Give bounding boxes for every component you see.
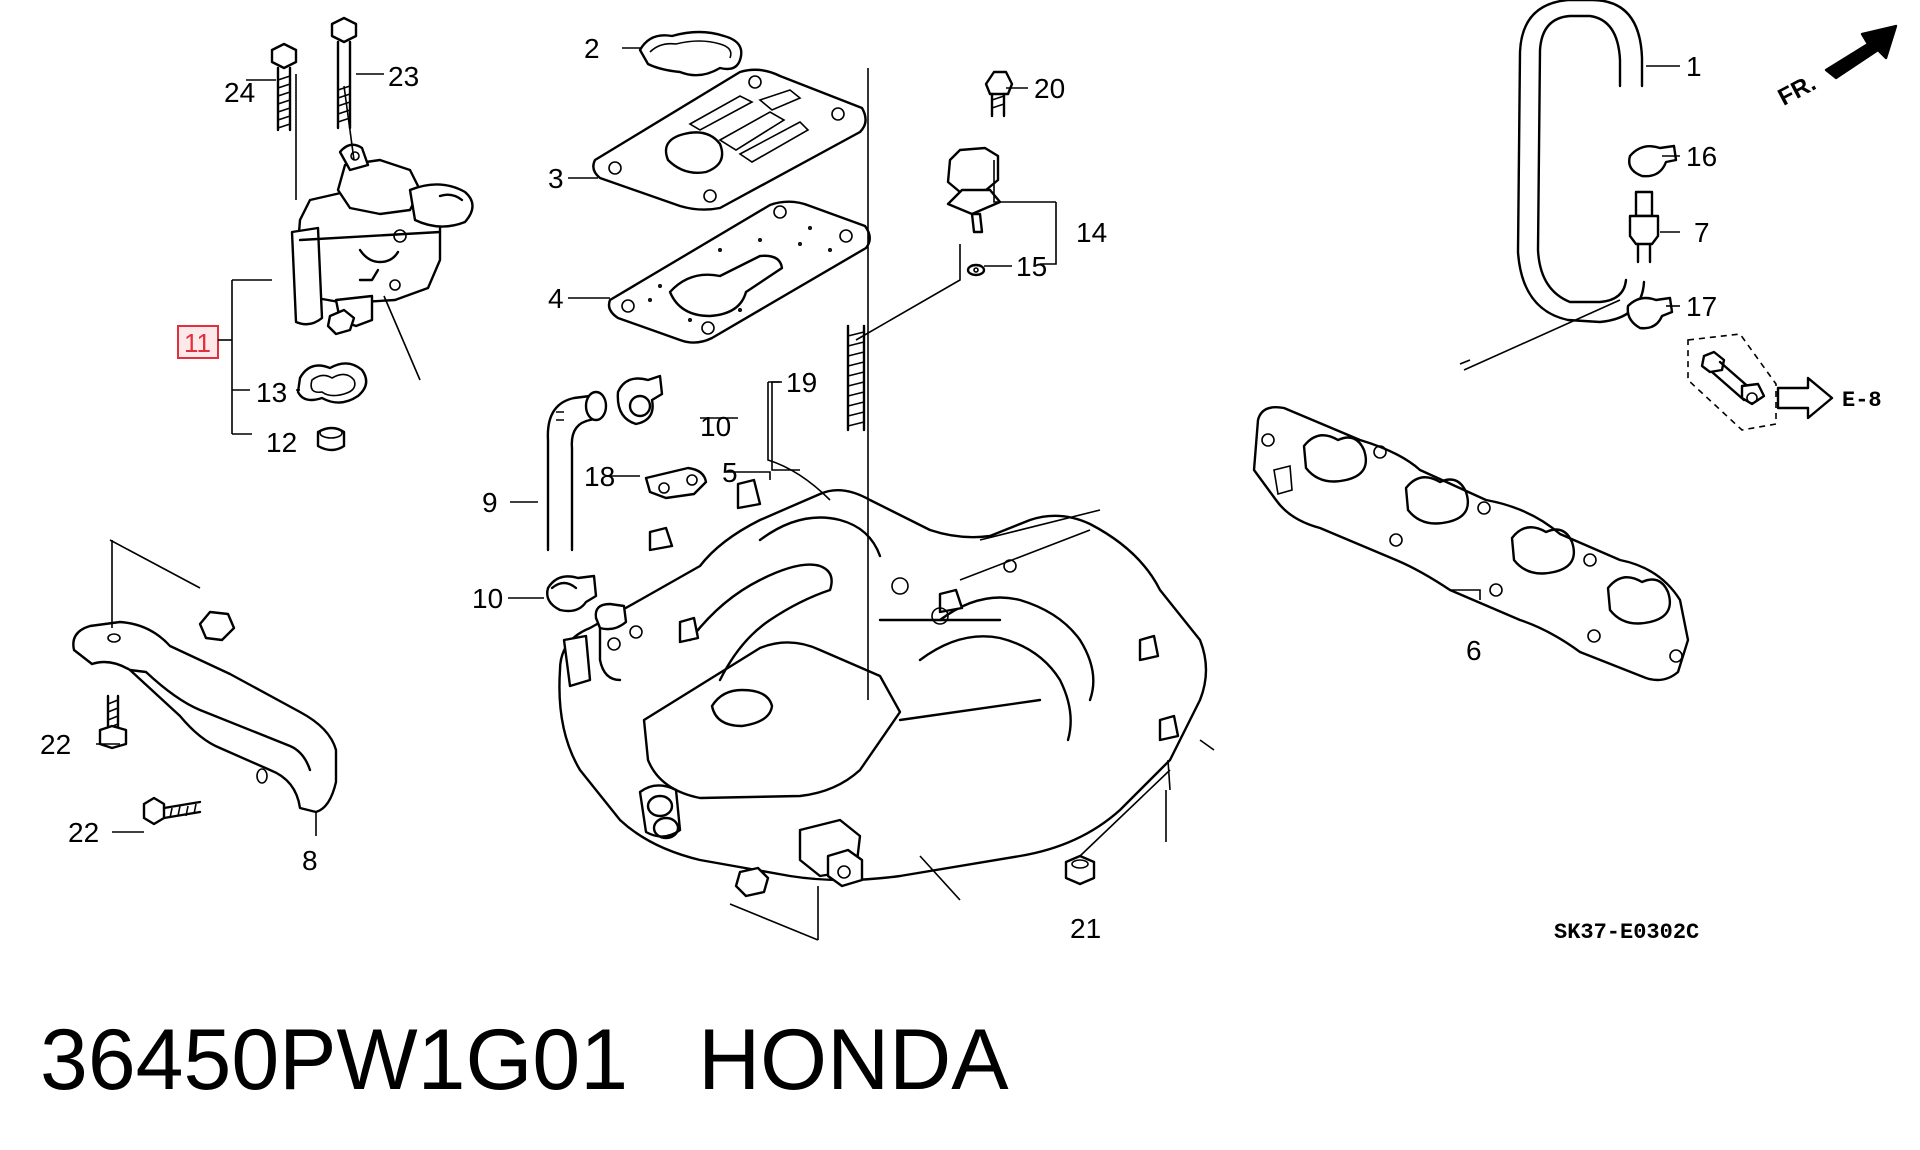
callout-19: 19 bbox=[786, 367, 817, 398]
highlighted-callout-11[interactable]: 11 bbox=[177, 325, 219, 359]
callout-22-lower: 22 bbox=[68, 817, 99, 848]
callout-23: 23 bbox=[388, 61, 419, 92]
callout-labels: 1 16 7 17 2 3 4 20 14 15 19 10 5 18 9 10… bbox=[40, 33, 1717, 944]
leader-lines bbox=[96, 47, 1680, 941]
callout-5: 5 bbox=[722, 457, 738, 488]
plate-3-drawing bbox=[592, 68, 867, 211]
callout-6: 6 bbox=[1466, 635, 1482, 666]
idle-air-control-valve-drawing bbox=[270, 16, 474, 336]
clamp-17-drawing bbox=[1626, 296, 1674, 330]
pipe-7-drawing bbox=[1628, 190, 1660, 264]
callout-15: 15 bbox=[1016, 251, 1047, 282]
nut-12-drawing bbox=[316, 426, 346, 452]
clamp-10-lower-drawing bbox=[546, 574, 598, 613]
bracket-8-drawing bbox=[72, 610, 338, 814]
drawing-code: SK37-E0302C bbox=[1554, 920, 1699, 945]
brand-name: HONDA bbox=[698, 1012, 1009, 1108]
callout-18: 18 bbox=[584, 461, 615, 492]
gasket-4-drawing bbox=[607, 200, 871, 344]
fitting-detail-drawing bbox=[1687, 333, 1777, 431]
reference-arrow bbox=[1776, 376, 1834, 420]
callout-3: 3 bbox=[548, 163, 564, 194]
front-direction-arrow bbox=[1824, 24, 1898, 80]
sensor-14-drawing bbox=[946, 70, 1014, 277]
intake-manifold-drawing bbox=[558, 478, 1208, 898]
clamp-16-drawing bbox=[1628, 144, 1678, 178]
callout-10-lower: 10 bbox=[472, 583, 503, 614]
callout-8: 8 bbox=[302, 845, 318, 876]
callout-4: 4 bbox=[548, 283, 564, 314]
gasket-2-drawing bbox=[638, 30, 743, 77]
part-caption: 36450PW1G01 HONDA bbox=[40, 1010, 1009, 1110]
callout-11: 11 bbox=[184, 328, 211, 358]
callout-7: 7 bbox=[1694, 217, 1710, 248]
callout-16: 16 bbox=[1686, 141, 1717, 172]
callout-2: 2 bbox=[584, 33, 600, 64]
callout-14: 14 bbox=[1076, 217, 1107, 248]
callout-20: 20 bbox=[1034, 73, 1065, 104]
hose-1-drawing bbox=[1516, 0, 1646, 324]
stud-19-drawing bbox=[846, 324, 866, 432]
callout-17: 17 bbox=[1686, 291, 1717, 322]
reference-label: E-8 bbox=[1842, 388, 1882, 413]
callout-24: 24 bbox=[224, 77, 255, 108]
callout-13: 13 bbox=[256, 377, 287, 408]
callout-22-upper: 22 bbox=[40, 729, 71, 760]
bolt-22-lower-drawing bbox=[142, 796, 202, 826]
bracket-18-drawing bbox=[644, 466, 708, 500]
callout-21: 21 bbox=[1070, 913, 1101, 944]
part-number: 36450PW1G01 bbox=[40, 1012, 629, 1108]
bolt-22-upper-drawing bbox=[98, 694, 128, 750]
clamp-10-upper-drawing bbox=[616, 374, 664, 426]
gasket-13-drawing bbox=[296, 362, 368, 404]
front-direction-label: FR. bbox=[1774, 69, 1821, 111]
hose-9-drawing bbox=[546, 394, 602, 552]
callout-12: 12 bbox=[266, 427, 297, 458]
callout-10-upper: 10 bbox=[700, 411, 731, 442]
callout-1: 1 bbox=[1686, 51, 1702, 82]
callout-9: 9 bbox=[482, 487, 498, 518]
gasket-6-drawing bbox=[1252, 406, 1690, 682]
